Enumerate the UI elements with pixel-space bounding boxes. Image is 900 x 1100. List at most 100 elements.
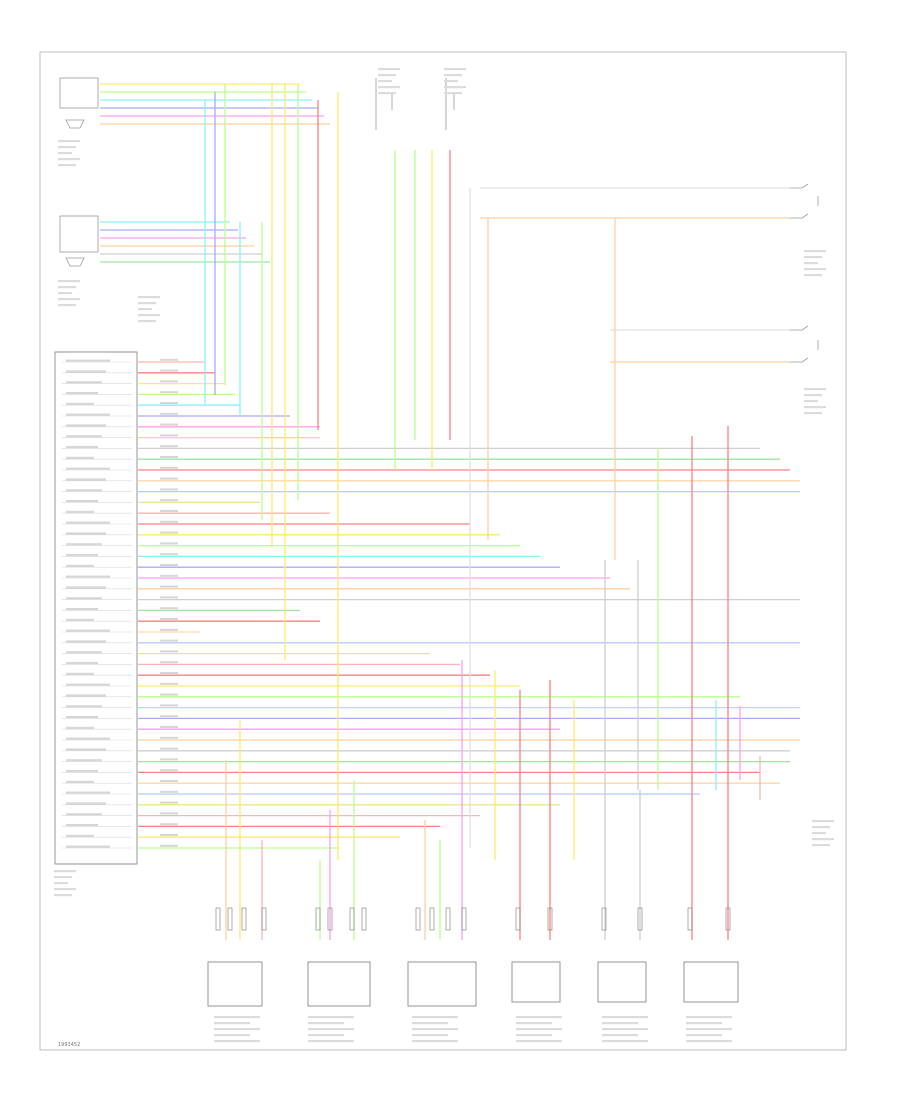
pin-function-label (66, 748, 106, 751)
component-caption (412, 1016, 458, 1019)
component-caption (54, 870, 76, 873)
pin-function-label (66, 564, 94, 567)
component-caption (58, 146, 76, 149)
pin-function-label (66, 402, 94, 405)
component-caption (804, 406, 826, 409)
wire-color-label (160, 682, 178, 685)
component-caption (58, 280, 80, 283)
component-caption (412, 1040, 458, 1043)
component-caption (58, 298, 80, 301)
pin-function-label (66, 359, 110, 362)
component-caption (516, 1040, 562, 1043)
wire-color-label (160, 380, 178, 383)
component-caption (686, 1016, 732, 1019)
wire-color-label (160, 650, 178, 653)
component-caption (58, 152, 72, 155)
wire-color-label (160, 445, 178, 448)
pin-function-label (66, 672, 94, 675)
component-caption (58, 286, 76, 289)
wire-color-label (160, 628, 178, 631)
wire-color-label (160, 564, 178, 566)
wire-color-label (160, 596, 178, 599)
component-caption (686, 1040, 732, 1043)
wire-color-label (160, 510, 178, 512)
pin-function-label (66, 543, 102, 546)
component-4 (511, 961, 561, 1003)
wire-color-label (160, 726, 178, 728)
terminal-stub (227, 907, 233, 931)
component-caption (602, 1022, 638, 1025)
terminal-stub (547, 907, 553, 931)
terminal-stub (687, 907, 693, 931)
terminal-stub (315, 907, 321, 931)
terminal-stub (361, 907, 367, 931)
terminal-stub (601, 907, 607, 931)
component-caption (804, 256, 822, 259)
wire-color-label (160, 456, 178, 458)
pin-function-label (66, 845, 110, 848)
component-caption (812, 838, 834, 841)
harness-wires (100, 83, 800, 849)
component-caption (804, 388, 826, 391)
component-caption (378, 74, 396, 77)
pin-function-label (66, 446, 98, 449)
bottom-components (207, 961, 739, 1007)
fuse-block-symbol (375, 78, 455, 130)
pin-function-label (66, 716, 98, 719)
pin-function-label (66, 726, 94, 729)
diagram-border (39, 51, 847, 1051)
component-caption (444, 92, 462, 95)
pin-function-label (66, 737, 110, 740)
pin-function-label (66, 478, 106, 481)
component-caption (54, 888, 76, 891)
pin-function-label (66, 694, 106, 697)
pin-function-label (66, 370, 106, 373)
component-caption (602, 1040, 648, 1043)
component-caption (138, 320, 156, 323)
downstream-oxygen-sensor-symbol (59, 215, 99, 267)
component-caption (138, 296, 160, 299)
pin-function-label (66, 575, 110, 578)
wire-color-label (160, 574, 178, 577)
component-caption (444, 86, 466, 89)
component-caption (214, 1016, 260, 1019)
wire-color-label (160, 661, 178, 664)
pin-function-label (66, 824, 98, 827)
component-caption (214, 1040, 260, 1043)
component-caption (214, 1022, 250, 1025)
component-caption (516, 1034, 552, 1037)
component-caption (138, 314, 160, 317)
pin-function-label (66, 456, 94, 459)
component-caption (516, 1016, 562, 1019)
component-caption (804, 394, 822, 397)
wire-color-label (160, 672, 178, 674)
pin-function-label (66, 640, 106, 643)
component-caption (686, 1028, 732, 1031)
pin-function-label (66, 521, 110, 524)
terminal-stub (515, 907, 521, 931)
wire-color-label (160, 391, 178, 394)
pin-function-label (66, 424, 106, 427)
component-caption (308, 1022, 344, 1025)
terminal-stub (461, 907, 467, 931)
component-caption (54, 876, 72, 879)
pin-function-label (66, 500, 98, 503)
wire-color-label (160, 704, 178, 707)
right-switch-symbols (790, 183, 819, 363)
wire-color-label (160, 801, 178, 804)
wire-color-label (160, 520, 178, 523)
pin-function-label (66, 381, 102, 384)
wire-labels (54, 68, 834, 1043)
component-caption (378, 92, 396, 95)
pin-function-label (66, 489, 102, 492)
wire-color-label (160, 769, 178, 772)
terminal-stub (637, 907, 643, 931)
pin-function-label (66, 770, 98, 773)
terminal-stub (725, 907, 731, 931)
component-caption (444, 74, 462, 77)
component-caption (58, 140, 80, 143)
pin-function-label (66, 651, 102, 654)
terminal-stub (215, 907, 221, 931)
component-caption (138, 308, 152, 311)
upstream-oxygen-sensor-symbol (59, 77, 99, 129)
